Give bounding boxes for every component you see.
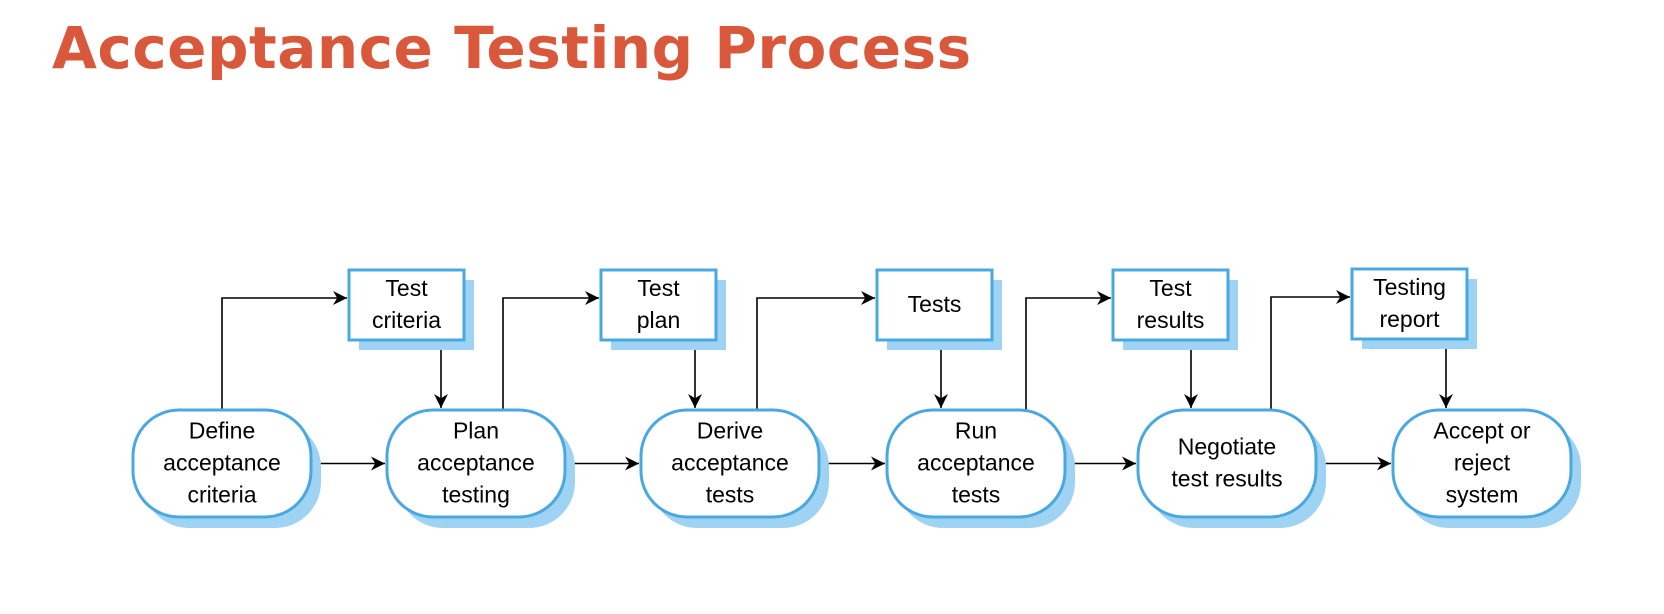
output-arrow bbox=[1025, 291, 1111, 410]
document-test-criteria: Test criteria bbox=[347, 268, 474, 350]
document-test-results-line-1: Test bbox=[1149, 275, 1192, 301]
activity-accept-line-3: system bbox=[1446, 482, 1519, 508]
document-tests-line-1: Tests bbox=[908, 291, 962, 317]
output-arrow bbox=[756, 291, 875, 410]
output-arrow bbox=[221, 291, 347, 410]
activity-plan-line-2: acceptance bbox=[417, 450, 535, 476]
activity-plan-line-1: Plan bbox=[453, 418, 499, 444]
document-test-criteria-line-2: criteria bbox=[372, 307, 441, 333]
activity-accept: Accept or reject system bbox=[1391, 408, 1581, 528]
activity-box bbox=[385, 408, 567, 519]
activity-negotiate-line-1: Negotiate bbox=[1178, 434, 1276, 460]
activity-derive-line-3: tests bbox=[706, 482, 755, 508]
document-box bbox=[599, 268, 718, 342]
activity-box bbox=[1136, 408, 1318, 519]
activity-define-line-3: criteria bbox=[187, 482, 256, 508]
output-arrow bbox=[502, 291, 599, 410]
document-test-criteria-line-1: Test bbox=[385, 275, 428, 301]
activity-plan: Plan acceptance testing bbox=[385, 408, 575, 528]
output-arrow bbox=[1270, 290, 1350, 410]
document-testing-report-line-1: Testing bbox=[1373, 274, 1446, 300]
activity-accept-line-1: Accept or bbox=[1433, 418, 1530, 444]
activity-accept-line-2: reject bbox=[1454, 450, 1511, 476]
activity-run-line-2: acceptance bbox=[917, 450, 1035, 476]
document-tests: Tests bbox=[875, 268, 1002, 350]
document-box bbox=[875, 268, 994, 342]
activity-box bbox=[1391, 408, 1573, 519]
document-test-plan: Test plan bbox=[599, 268, 726, 350]
document-testing-report: Testing report bbox=[1350, 267, 1477, 349]
document-box bbox=[1111, 268, 1230, 342]
activity-negotiate: Negotiate test results bbox=[1136, 408, 1326, 528]
activity-negotiate-line-2: test results bbox=[1171, 466, 1282, 492]
activity-box bbox=[639, 408, 821, 519]
document-box bbox=[1350, 267, 1469, 341]
page-title: Acceptance Testing Process bbox=[52, 14, 972, 82]
activity-derive: Derive acceptance tests bbox=[639, 408, 829, 528]
document-box bbox=[347, 268, 466, 342]
activity-plan-line-3: testing bbox=[442, 482, 510, 508]
activity-define-line-1: Define bbox=[189, 418, 255, 444]
activity-run-line-1: Run bbox=[955, 418, 997, 444]
document-test-results: Test results bbox=[1111, 268, 1238, 350]
activity-derive-line-1: Derive bbox=[697, 418, 763, 444]
document-test-plan-line-2: plan bbox=[637, 307, 680, 333]
activity-run-line-3: tests bbox=[952, 482, 1001, 508]
document-testing-report-line-2: report bbox=[1379, 306, 1440, 332]
activity-define: Define acceptance criteria bbox=[131, 408, 321, 528]
activity-derive-line-2: acceptance bbox=[671, 450, 789, 476]
document-test-results-line-2: results bbox=[1137, 307, 1205, 333]
activity-run: Run acceptance tests bbox=[885, 408, 1075, 528]
activity-define-line-2: acceptance bbox=[163, 450, 281, 476]
activity-box bbox=[131, 408, 313, 519]
activity-box bbox=[885, 408, 1067, 519]
document-test-plan-line-1: Test bbox=[637, 275, 680, 301]
